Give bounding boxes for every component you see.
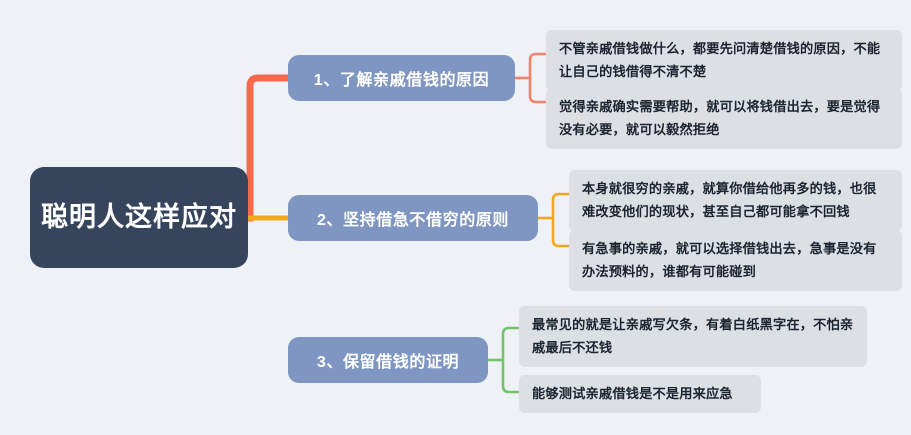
branch-node-3[interactable]: 3、保留借钱的证明: [288, 337, 488, 383]
trunk-connector-3: [248, 218, 288, 360]
leaf-bubble-1-1-text: 不管亲戚借钱做什么，都要先问清楚借钱的原因，不能让自己的钱借得不清不楚: [559, 41, 881, 80]
leaf-bubble-2-1-text: 本身就很穷的亲戚，就算你借给他再多的钱，也很难改变他们的现状，甚至自己都可能拿不…: [582, 181, 877, 220]
branch-2-leaf-2-connector: [551, 239, 569, 248]
leaf-bubble-2-2[interactable]: 有急事的亲戚，就可以选择借钱出去，急事是没有办法预料的，谁都有可能碰到: [569, 230, 902, 292]
leaf-bubble-3-2-text: 能够测试亲戚借钱是不是用来应急: [532, 386, 733, 401]
branch-1-leaf-2-connector: [528, 95, 546, 104]
branch-node-1-label: 1、了解亲戚借钱的原因: [313, 72, 490, 89]
branch-node-3-label: 3、保留借钱的证明: [316, 354, 460, 371]
trunk-connector-1: [246, 74, 292, 222]
branch-node-1[interactable]: 1、了解亲戚借钱的原因: [288, 55, 515, 101]
root-node[interactable]: 聪明人这样应对: [30, 167, 248, 268]
leaf-bubble-2-2-text: 有急事的亲戚，就可以选择借钱出去，急事是没有办法预料的，谁都有可能碰到: [582, 241, 877, 280]
leaf-bubble-1-2[interactable]: 觉得亲戚确实需要帮助，就可以将钱借出去，要是觉得没有必要，就可以毅然拒绝: [546, 88, 902, 150]
branch-3-leaf-1-connector: [501, 326, 519, 335]
leaf-bubble-1-2-text: 觉得亲戚确实需要帮助，就可以将钱借出去，要是觉得没有必要，就可以毅然拒绝: [559, 99, 881, 138]
branch-2-leaf-1-connector: [551, 192, 569, 201]
leaf-bubble-3-1-text: 最常见的就是让亲戚写欠条，有着白纸黑字在，不怕亲戚最后不还钱: [532, 317, 854, 356]
root-node-label: 聪明人这样应对: [41, 202, 237, 233]
branch-node-2[interactable]: 2、坚持借急不借穷的原则: [288, 195, 538, 241]
branch-3-leaf-2-connector: [501, 385, 519, 394]
leaf-bubble-3-2[interactable]: 能够测试亲戚借钱是不是用来应急: [519, 375, 761, 414]
leaf-bubble-1-1[interactable]: 不管亲戚借钱做什么，都要先问清楚借钱的原因，不能让自己的钱借得不清不楚: [546, 30, 902, 92]
leaf-bubble-3-1[interactable]: 最常见的就是让亲戚写欠条，有着白纸黑字在，不怕亲戚最后不还钱: [519, 306, 867, 368]
branch-1-leaf-1-connector: [528, 52, 546, 61]
branch-node-2-label: 2、坚持借急不借穷的原则: [316, 212, 510, 229]
leaf-bubble-2-1[interactable]: 本身就很穷的亲戚，就算你借给他再多的钱，也很难改变他们的现状，甚至自己都可能拿不…: [569, 170, 902, 232]
